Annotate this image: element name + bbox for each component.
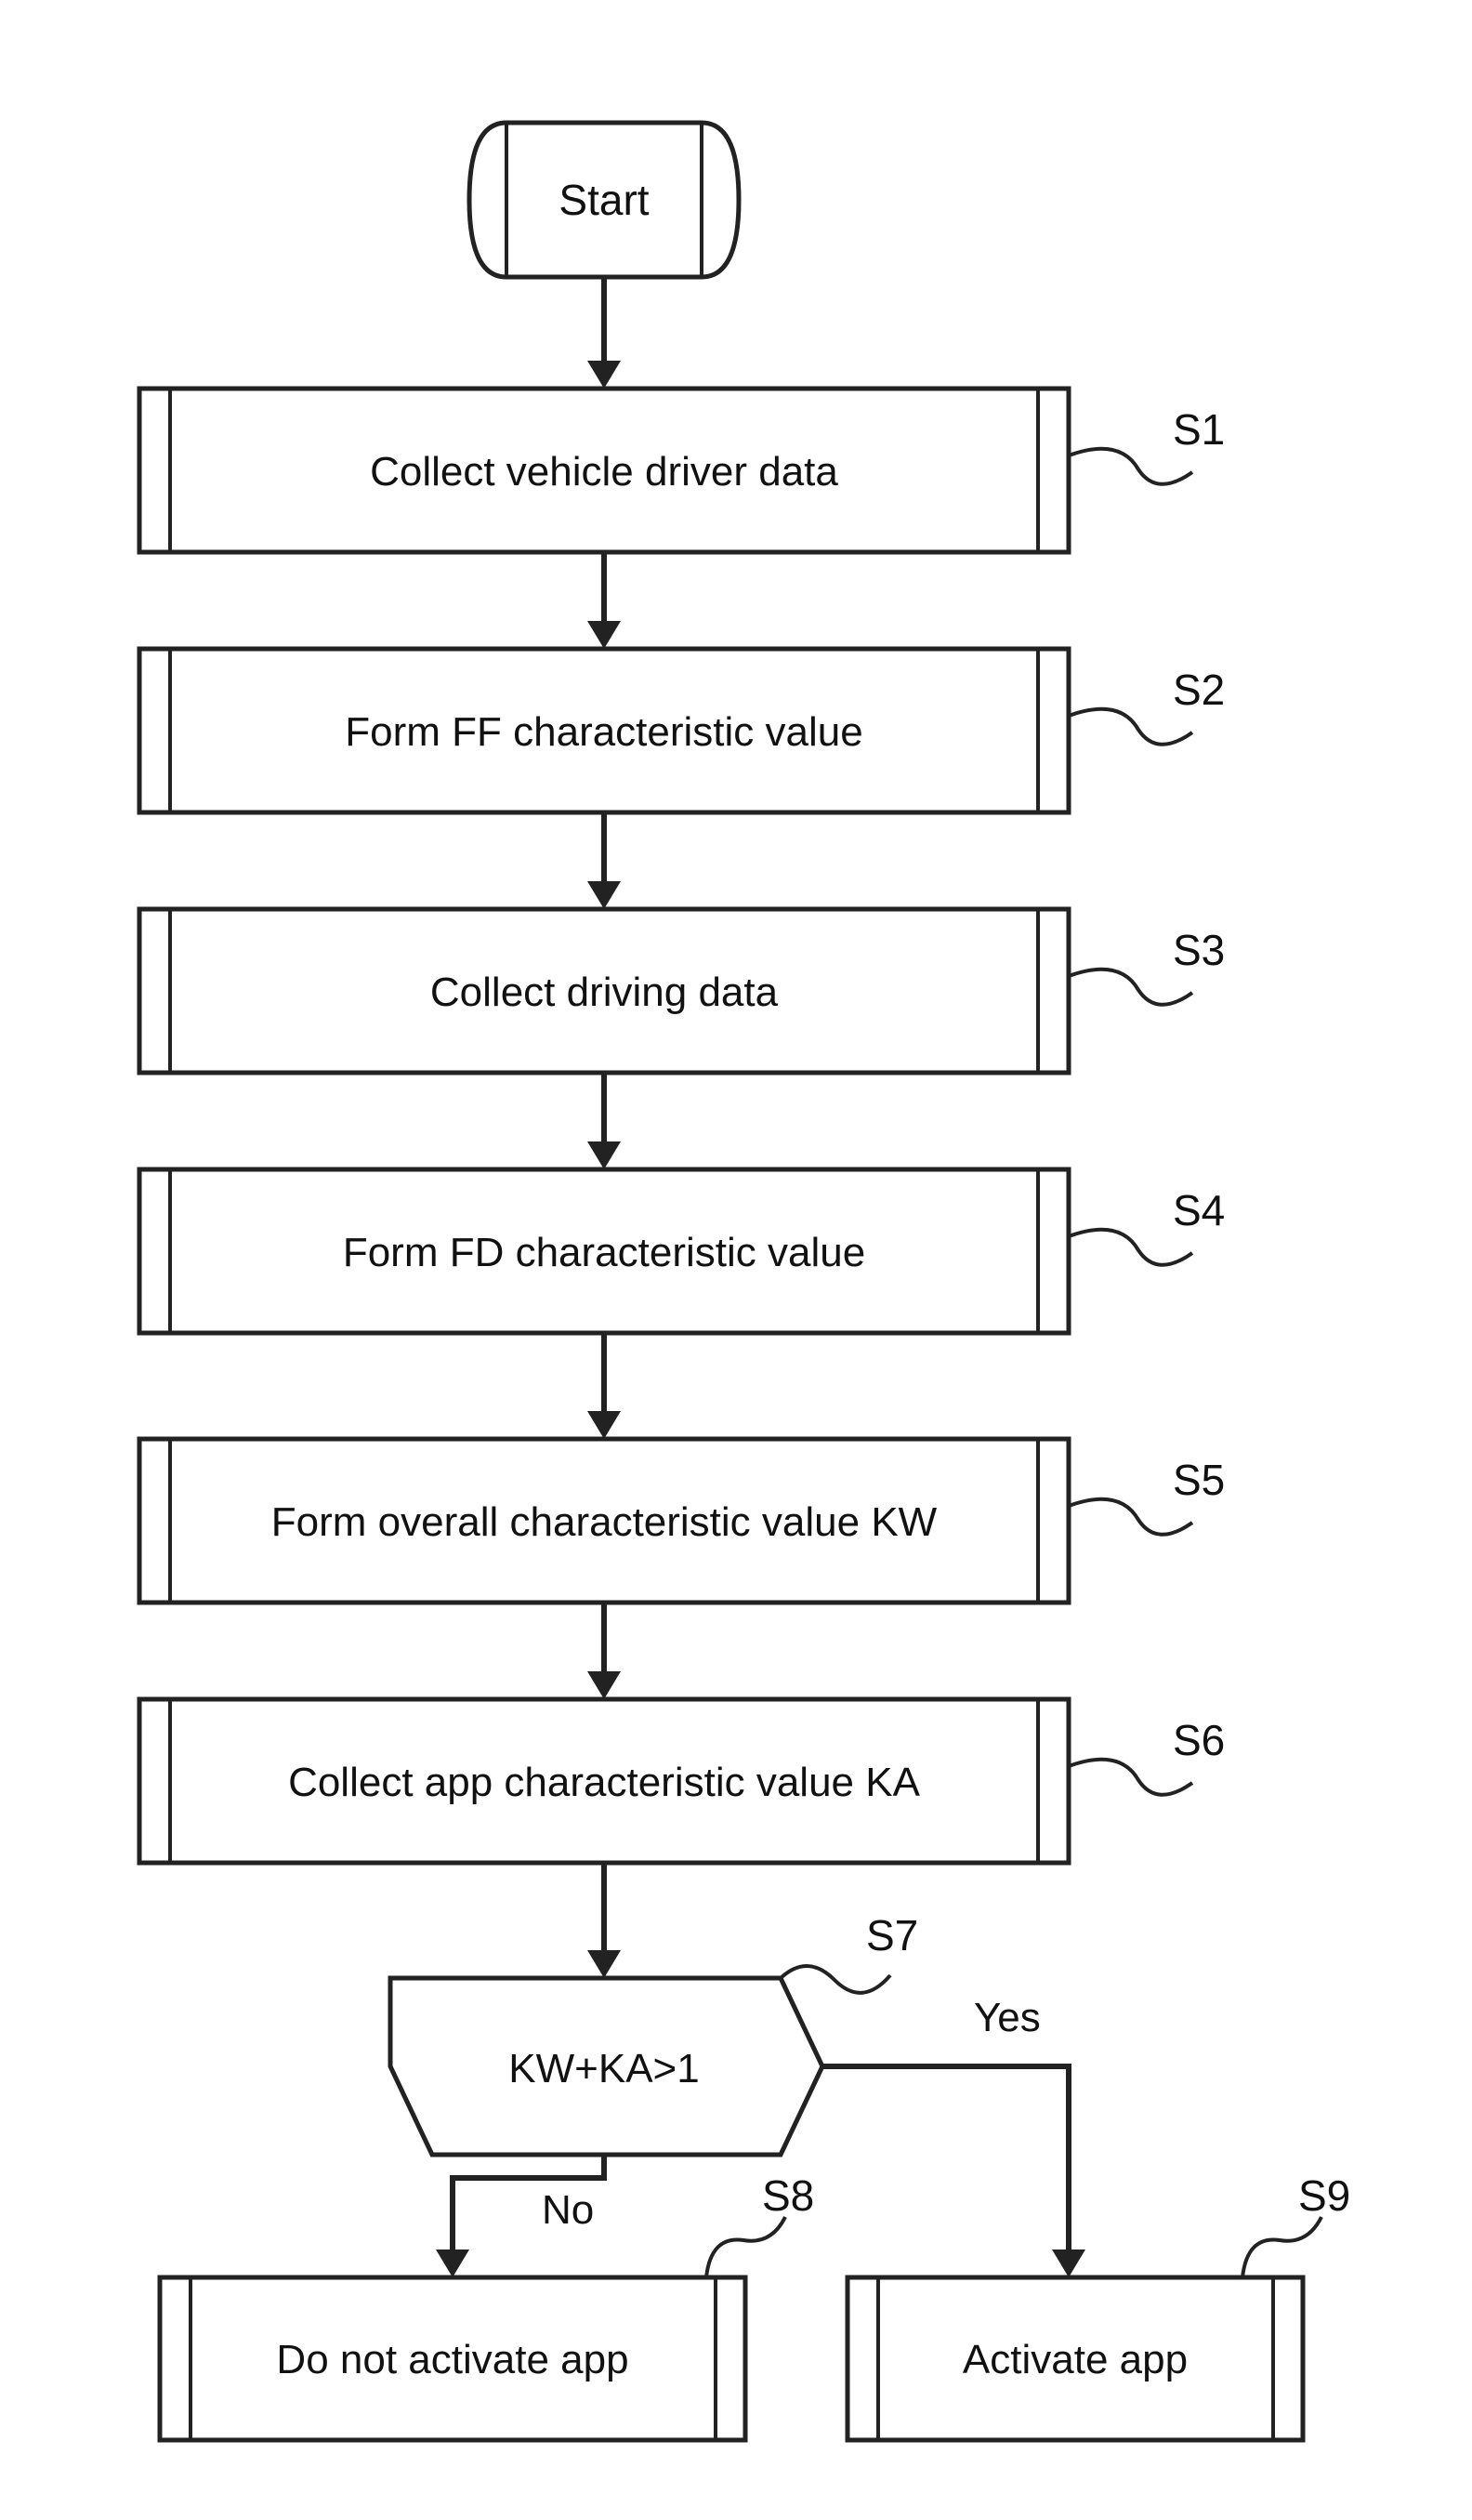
no-label: No [542, 2187, 594, 2233]
reference-leader [779, 1966, 890, 1993]
yes-branch: Yes [822, 1995, 1085, 2277]
step-ref-label: S1 [1173, 405, 1225, 454]
reference-leader [1069, 1230, 1192, 1265]
decision-s7: KW+KA>1 S7 [390, 1911, 918, 2155]
step-label: Collect driving data [430, 970, 779, 1015]
no-branch: No [436, 2155, 604, 2277]
step-ref-label: S5 [1173, 1456, 1225, 1504]
arrowhead-icon [587, 1141, 621, 1169]
outcome-ref-label: S9 [1298, 2171, 1350, 2220]
outcome-ref-label: S8 [762, 2171, 814, 2220]
reference-leader [1242, 2217, 1321, 2277]
start-terminator: Start [469, 123, 739, 277]
arrowhead-icon [587, 1671, 621, 1699]
decision-condition: KW+KA>1 [508, 2046, 699, 2091]
arrowhead-icon [436, 2250, 469, 2277]
step-s2: Form FF characteristic value S2 [139, 649, 1225, 812]
outcome-s8: Do not activate app S8 [160, 2171, 814, 2440]
step-s4: Form FD characteristic value S4 [139, 1169, 1225, 1333]
arrowhead-icon [587, 1950, 621, 1978]
arrowhead-icon [1052, 2250, 1085, 2277]
step-label: Collect vehicle driver data [370, 449, 838, 495]
step-ref-label: S2 [1173, 666, 1225, 714]
step-ref-label: S6 [1173, 1716, 1225, 1764]
step-label: Form FD characteristic value [343, 1230, 865, 1275]
reference-leader [1069, 709, 1192, 745]
step-s5: Form overall characteristic value KW S5 [139, 1439, 1225, 1603]
step-ref-label: S3 [1173, 926, 1225, 974]
reference-leader [1069, 970, 1192, 1005]
decision-ref-label: S7 [866, 1911, 918, 1959]
step-ref-label: S4 [1173, 1186, 1225, 1234]
outcome-s9: Activate app S9 [848, 2171, 1350, 2440]
outcome-label: Do not activate app [276, 2337, 628, 2382]
arrowhead-icon [587, 361, 621, 389]
reference-leader [1069, 1499, 1192, 1535]
step-s1: Collect vehicle driver data S1 [139, 389, 1225, 552]
step-label: Form overall characteristic value KW [271, 1499, 938, 1545]
reference-leader [1069, 449, 1192, 484]
arrowhead-icon [587, 621, 621, 649]
step-label: Form FF characteristic value [345, 709, 862, 755]
outcome-label: Activate app [963, 2337, 1188, 2382]
step-s3: Collect driving data S3 [139, 909, 1225, 1073]
arrowhead-icon [587, 1411, 621, 1439]
start-label: Start [559, 176, 649, 224]
yes-label: Yes [974, 1995, 1041, 2040]
reference-leader [706, 2217, 785, 2277]
step-label: Collect app characteristic value KA [288, 1760, 921, 1805]
reference-leader [1069, 1760, 1192, 1795]
arrowhead-icon [587, 881, 621, 909]
step-s6: Collect app characteristic value KA S6 [139, 1699, 1225, 1863]
